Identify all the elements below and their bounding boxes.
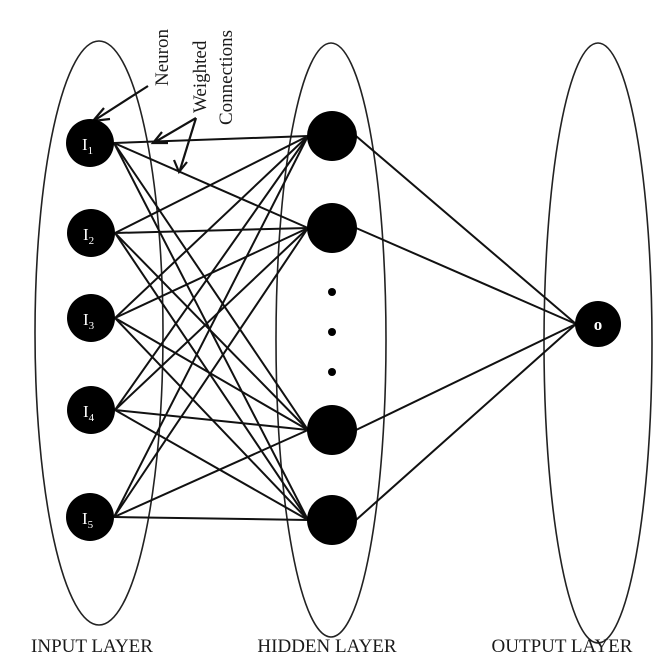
connection-h1-o	[355, 135, 577, 325]
input-nodes: I1 I2 I3 I4 I5	[66, 119, 115, 541]
svg-text:I3: I3	[83, 310, 95, 332]
connection-i4-h3	[114, 409, 309, 431]
hidden-nodes	[307, 111, 357, 545]
connection-h3-o	[355, 323, 577, 431]
connection-i4-h4	[114, 409, 309, 521]
connection-i3-h3	[114, 317, 309, 431]
input-node-2-sub: 2	[89, 235, 95, 247]
input-node-3: I3	[67, 294, 115, 342]
input-node-2-letter: I	[83, 225, 89, 244]
input-node-1: I1	[66, 119, 114, 167]
output-node: o	[575, 301, 621, 347]
hidden-node-2	[307, 203, 357, 253]
neuron-arrow-head	[90, 107, 111, 123]
weighted-arrow-line-2	[178, 117, 198, 171]
connection-i5-h4	[113, 516, 309, 521]
connection-i2-h1	[114, 135, 309, 234]
hidden-layer-ellipse	[275, 42, 387, 638]
input-node-5: I5	[66, 493, 114, 541]
connection-i2-h3	[114, 232, 309, 431]
connection-i2-h4	[114, 232, 309, 521]
input-node-4-sub: 4	[89, 412, 95, 424]
ellipsis-dot-2	[328, 328, 336, 336]
connections-annotation: Connections	[216, 30, 237, 125]
input-node-4: I4	[67, 386, 115, 434]
input-node-5-letter: I	[82, 509, 88, 528]
connection-h2-o	[355, 227, 577, 325]
input-node-3-sub: 3	[89, 320, 95, 332]
connection-i1-h1	[113, 135, 309, 144]
input-node-5-sub: 5	[88, 519, 94, 531]
hidden-node-3	[307, 405, 357, 455]
output-layer-ellipse	[543, 42, 653, 644]
weighted-annotation: Weighted	[190, 40, 211, 113]
connection-i5-h2	[113, 227, 309, 518]
weighted-connections	[113, 135, 577, 521]
neuron-arrow-line	[94, 85, 149, 121]
connection-i1-h3	[113, 142, 309, 431]
input-node-4-letter: I	[83, 402, 89, 421]
input-layer-ellipse	[34, 40, 164, 626]
hidden-ellipsis-dots	[328, 288, 336, 376]
input-layer-label: INPUT LAYER	[31, 636, 153, 657]
svg-text:I2: I2	[83, 225, 94, 247]
ellipsis-dot-3	[328, 368, 336, 376]
input-node-2: I2	[67, 209, 115, 257]
connection-i5-h1	[113, 135, 309, 518]
connection-i5-h3	[113, 429, 309, 518]
output-layer-label: OUTPUT LAYER	[492, 636, 633, 657]
weighted-arrow-head-2	[172, 159, 188, 175]
svg-text:I4: I4	[83, 402, 95, 424]
svg-text:I5: I5	[82, 509, 94, 531]
connection-i3-h1	[114, 135, 309, 319]
output-node-label: o	[594, 315, 603, 334]
weighted-arrow-head-1	[150, 131, 168, 145]
weighted-arrow-line-1	[154, 117, 197, 143]
connection-i4-h1	[114, 135, 309, 411]
hidden-node-1	[307, 111, 357, 161]
input-node-1-sub: 1	[88, 145, 94, 157]
svg-text:I1: I1	[82, 135, 93, 157]
ellipsis-dot-1	[328, 288, 336, 296]
input-node-3-letter: I	[83, 310, 89, 329]
connection-i2-h2	[114, 227, 309, 234]
connection-h4-o	[355, 323, 577, 521]
input-node-1-letter: I	[82, 135, 88, 154]
hidden-layer-label: HIDDEN LAYER	[257, 636, 396, 657]
neuron-annotation: Neuron	[152, 29, 173, 86]
connection-i4-h2	[114, 227, 309, 411]
hidden-node-4	[307, 495, 357, 545]
